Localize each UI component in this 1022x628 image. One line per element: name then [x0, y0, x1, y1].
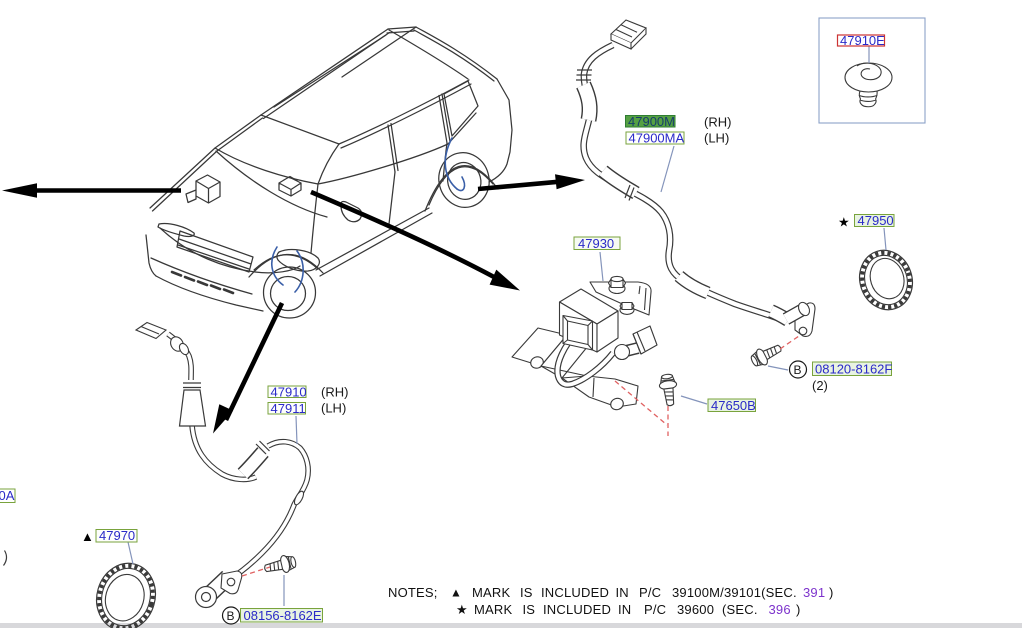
svg-text:0A: 0A — [0, 488, 15, 503]
svg-text:IS: IS — [523, 602, 536, 617]
svg-text:(RH): (RH) — [321, 385, 348, 400]
svg-text:P/C: P/C — [644, 602, 666, 617]
svg-text:): ) — [796, 602, 801, 617]
svg-text:(2): (2) — [812, 378, 828, 393]
svg-text:INCLUDED: INCLUDED — [541, 585, 609, 600]
svg-text:(SEC.: (SEC. — [722, 602, 758, 617]
svg-text:IN: IN — [616, 585, 629, 600]
svg-text:08156-8162E: 08156-8162E — [244, 608, 322, 623]
svg-text:391: 391 — [803, 585, 825, 600]
svg-text:(LH): (LH) — [704, 131, 729, 146]
svg-text:MARK: MARK — [472, 585, 510, 600]
svg-text:47910: 47910 — [271, 384, 307, 399]
svg-text:NOTES;: NOTES; — [388, 585, 438, 600]
svg-text:(LH): (LH) — [321, 401, 346, 416]
svg-text:47970: 47970 — [99, 528, 135, 543]
svg-text:▲: ▲ — [450, 586, 462, 600]
svg-text:47910E: 47910E — [840, 33, 885, 48]
svg-text:47650B: 47650B — [711, 398, 756, 413]
svg-text:IS: IS — [520, 585, 533, 600]
svg-text:396: 396 — [769, 602, 791, 617]
svg-text:39600: 39600 — [677, 602, 714, 617]
svg-text:IN: IN — [618, 602, 631, 617]
svg-text:INCLUDED: INCLUDED — [543, 602, 611, 617]
svg-text:47911: 47911 — [271, 401, 306, 416]
svg-text:(RH): (RH) — [704, 115, 731, 130]
svg-text:P/C: P/C — [639, 585, 661, 600]
svg-text:47900MA: 47900MA — [629, 131, 685, 146]
svg-text:B: B — [227, 609, 235, 623]
svg-text:47950: 47950 — [858, 213, 894, 228]
svg-text:★: ★ — [838, 215, 850, 230]
svg-text:MARK: MARK — [474, 602, 512, 617]
svg-text:▲: ▲ — [81, 529, 94, 544]
svg-text:08120-8162F: 08120-8162F — [815, 362, 892, 377]
svg-text:47900M: 47900M — [628, 114, 675, 129]
svg-text:39100M/39101(SEC.: 39100M/39101(SEC. — [672, 585, 797, 600]
svg-text:47930: 47930 — [578, 236, 614, 251]
svg-text:B: B — [794, 363, 802, 377]
svg-text:★: ★ — [456, 602, 468, 617]
svg-text:): ) — [829, 585, 834, 600]
